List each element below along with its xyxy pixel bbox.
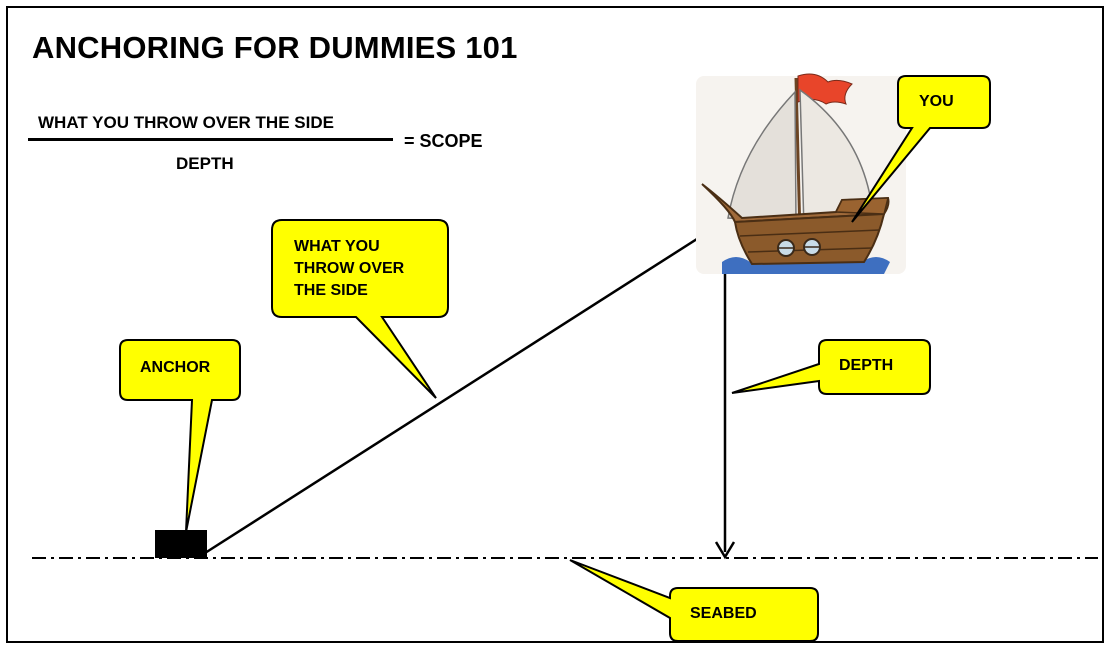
callout-rode-label: WHAT YOU THROW OVER THE SIDE <box>294 238 405 299</box>
callout-you <box>851 75 991 223</box>
anchor-block <box>155 530 207 558</box>
fraction-bar <box>28 138 393 141</box>
callout-anchor-label: ANCHOR <box>140 359 211 376</box>
formula-denominator: DEPTH <box>176 154 234 173</box>
formula-result: = SCOPE <box>404 131 483 151</box>
callout-seabed-label: SEABED <box>690 605 757 622</box>
boat-sail-front <box>727 90 797 223</box>
formula-numerator: WHAT YOU THROW OVER THE SIDE <box>38 113 334 132</box>
rode-line <box>204 221 723 555</box>
callout-you-label: YOU <box>919 93 954 110</box>
boat-illustration <box>696 73 906 274</box>
callout-depth-label: DEPTH <box>839 357 894 374</box>
callout-seabed <box>569 559 819 642</box>
page-title: ANCHORING FOR DUMMIES 101 <box>32 30 518 65</box>
callout-anchor <box>119 339 241 533</box>
callout-depth <box>731 339 931 395</box>
boat-flag <box>797 73 853 105</box>
callout-rode <box>271 219 449 399</box>
boat-mast <box>794 77 802 237</box>
